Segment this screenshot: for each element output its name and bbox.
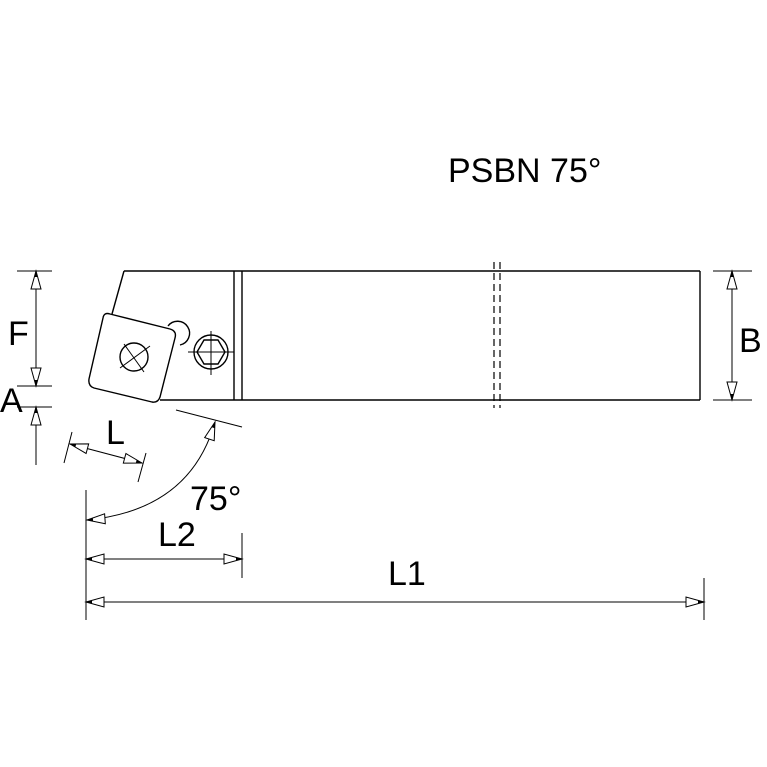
- dimension-L: L: [63, 414, 147, 483]
- label-A: A: [0, 382, 23, 420]
- drawing-title: PSBN 75°: [448, 152, 601, 190]
- dimension-L1: L1: [85, 555, 705, 620]
- label-L: L: [106, 414, 125, 452]
- label-F: F: [8, 315, 29, 353]
- label-L2: L2: [158, 516, 196, 554]
- holder-body: [111, 262, 701, 408]
- insert: [88, 312, 191, 403]
- clamp-screw: [188, 331, 234, 375]
- label-L1: L1: [388, 555, 426, 593]
- dimension-F-A: F A: [0, 270, 52, 465]
- dimension-L2: L2: [85, 490, 243, 580]
- dimension-B: B: [713, 270, 762, 401]
- label-B: B: [739, 322, 762, 360]
- dimension-angle: 75°: [86, 409, 243, 526]
- label-angle: 75°: [190, 480, 241, 518]
